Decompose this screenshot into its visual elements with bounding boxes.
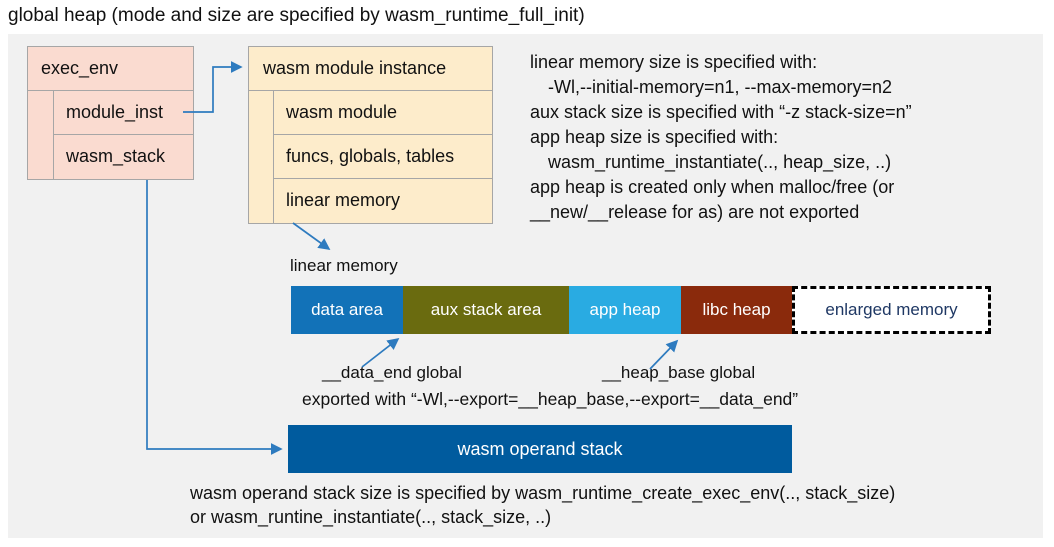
field-linear-memory: linear memory: [273, 179, 492, 223]
note-line: aux stack size is specified with “-z sta…: [530, 102, 912, 122]
linear-memory-label: linear memory: [290, 256, 398, 275]
wasm-module-instance-box: wasm module instance wasm module funcs, …: [248, 46, 493, 224]
field-wasm-module: wasm module: [273, 91, 492, 135]
field-funcs-globals-tables: funcs, globals, tables: [273, 135, 492, 179]
segment-libc-heap: libc heap: [681, 286, 792, 334]
module-instance-fields: wasm module funcs, globals, tables linea…: [273, 91, 492, 223]
note-line: app heap size is specified with:: [530, 127, 779, 147]
note-line: __new/__release for as) are not exported: [530, 202, 860, 222]
page-title: global heap (mode and size are specified…: [8, 5, 585, 26]
operand-stack-note: wasm operand stack size is specified by …: [190, 481, 895, 529]
field-wasm-stack: wasm_stack: [53, 135, 193, 179]
memory-size-notes: linear memory size is specified with: -W…: [530, 50, 1035, 225]
module-instance-title: wasm module instance: [249, 47, 492, 91]
exec-env-box: exec_env module_inst wasm_stack: [27, 46, 194, 180]
data-end-global-label: __data_end global: [322, 363, 462, 382]
operand-note-line2: or wasm_runtine_instantiate(.., stack_si…: [190, 507, 552, 527]
note-line: wasm_runtime_instantiate(.., heap_size, …: [548, 152, 892, 172]
segment-aux-stack-area: aux stack area: [403, 286, 569, 334]
linear-memory-bar: data area aux stack area app heap libc h…: [291, 286, 991, 334]
note-line: linear memory size is specified with:: [530, 52, 818, 72]
note-line: -Wl,--initial-memory=n1, --max-memory=n2: [548, 77, 893, 97]
exec-env-fields: module_inst wasm_stack: [53, 91, 193, 179]
field-module-inst: module_inst: [53, 91, 193, 135]
wasm-operand-stack-bar: wasm operand stack: [288, 425, 792, 473]
segment-data-area: data area: [291, 286, 403, 334]
operand-note-line1: wasm operand stack size is specified by …: [190, 483, 896, 503]
exec-env-title: exec_env: [28, 47, 193, 91]
heap-base-global-label: __heap_base global: [602, 363, 756, 382]
exported-with-label: exported with “-Wl,--export=__heap_base,…: [302, 389, 799, 409]
segment-enlarged-memory: enlarged memory: [792, 286, 991, 334]
note-line: app heap is created only when malloc/fre…: [530, 177, 895, 197]
segment-app-heap: app heap: [569, 286, 681, 334]
